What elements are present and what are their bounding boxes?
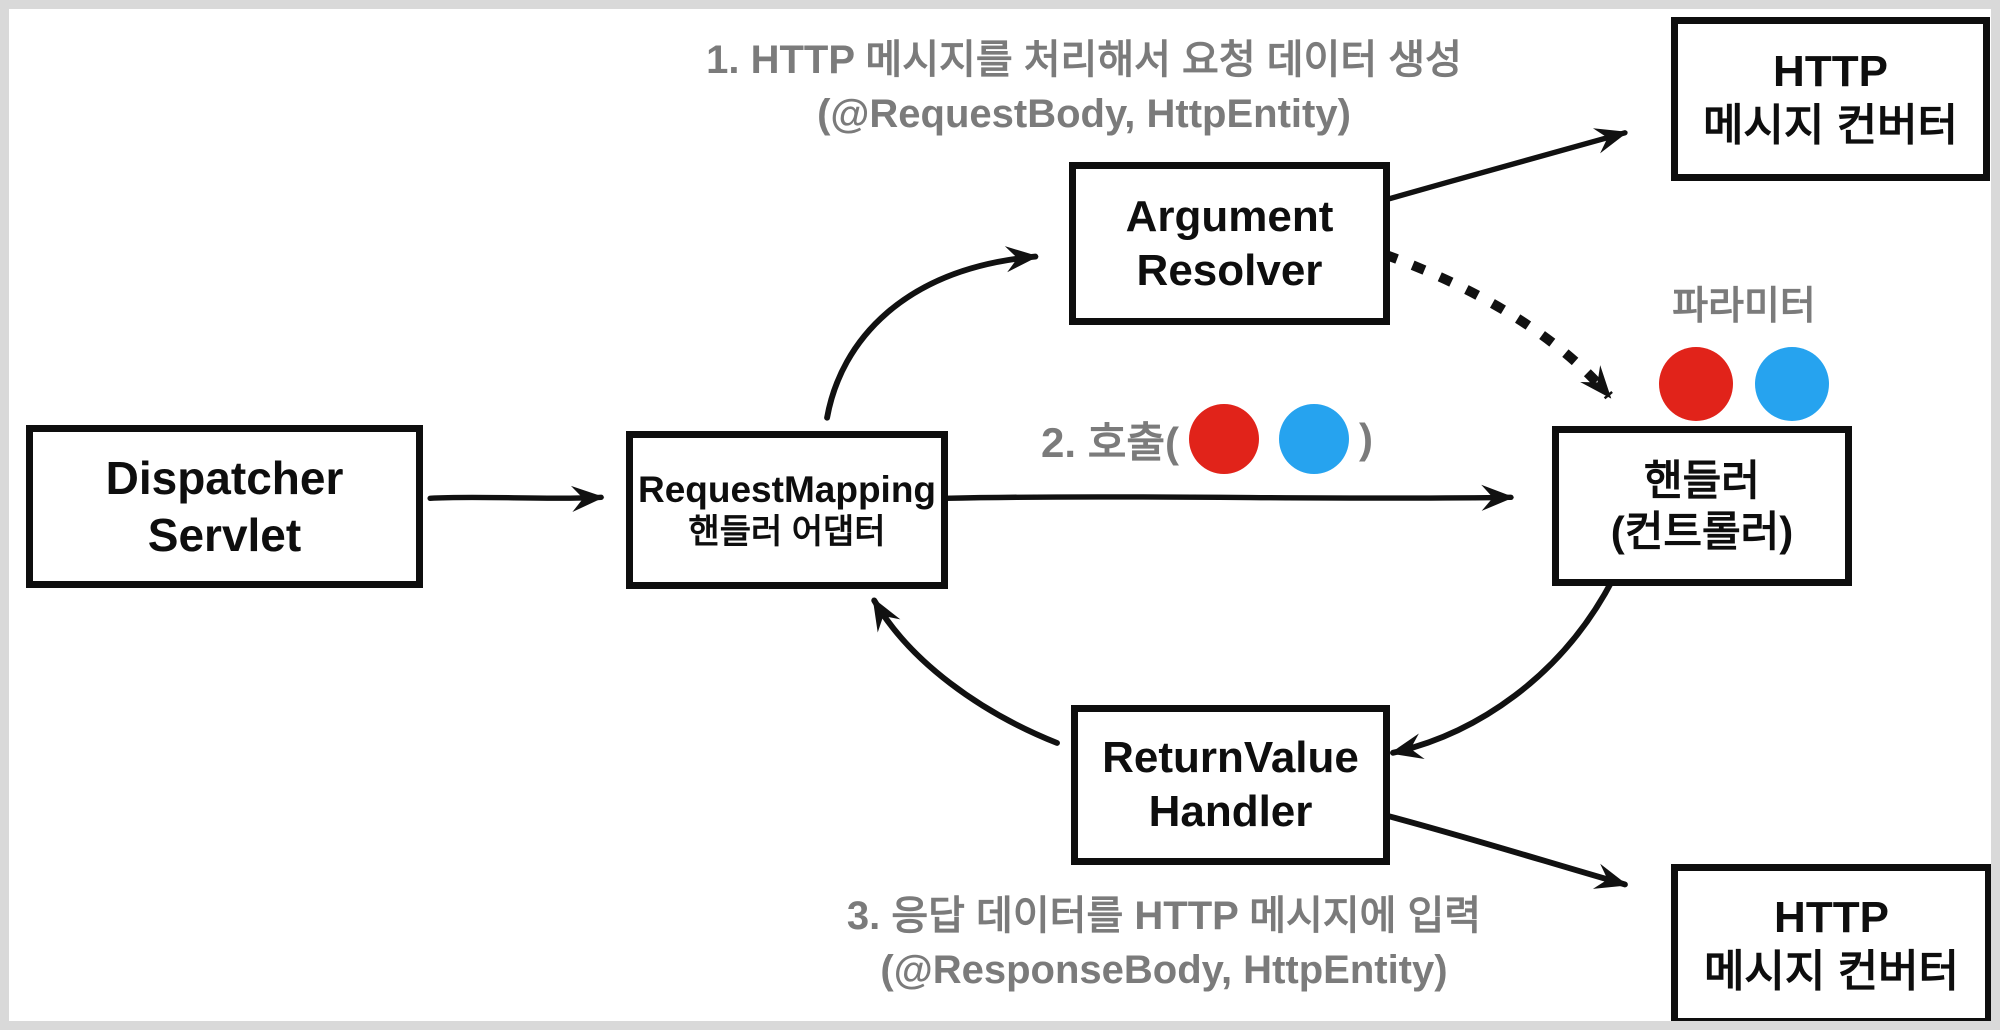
blue-parameter-dot-icon xyxy=(1755,347,1829,421)
blue-parameter-dot-icon xyxy=(1278,404,1349,474)
node-http-message-converter-bottom: HTTP 메시지 컨버터 xyxy=(1671,864,1991,1021)
connector-arrows-layer xyxy=(427,128,1629,889)
arrow-adapter-to-handler xyxy=(942,484,1515,511)
annotation-step2-call: 2. 호출( ) xyxy=(1041,404,1373,474)
node-handler-controller: 핸들러 (컨트롤러) xyxy=(1552,426,1852,586)
annotation-step3-line1: 3. 응답 데이터를 HTTP 메시지에 입력 xyxy=(846,894,1482,938)
node-dispatcher-servlet-line2: Servlet xyxy=(147,508,302,561)
red-parameter-dot-icon xyxy=(1659,347,1733,421)
node-http-converter-bottom-line2: 메시지 컨버터 xyxy=(1703,946,1960,996)
arrow-handler-to-return-value-handler xyxy=(1389,575,1617,760)
node-argument-resolver: Argument Resolver xyxy=(1069,162,1390,325)
node-http-message-converter-top: HTTP 메시지 컨버터 xyxy=(1671,17,1990,181)
node-adapter-line2: 핸들러 어댑터 xyxy=(688,512,886,551)
arrow-return-value-handler-to-http-converter-bottom xyxy=(1376,810,1629,889)
annotation-step3: 3. 응답 데이터를 HTTP 메시지에 입력 (@ResponseBody, … xyxy=(729,889,1599,997)
parameter-group: 파라미터 xyxy=(1629,275,1859,421)
annotation-step3-line2: (@ResponseBody, HttpEntity) xyxy=(880,948,1448,992)
node-argument-resolver-line2: Resolver xyxy=(1136,245,1323,295)
arrow-adapter-to-argument-resolver xyxy=(824,246,1039,421)
arrow-argument-resolver-to-http-converter-top xyxy=(1376,128,1629,205)
node-http-converter-top-line2: 메시지 컨버터 xyxy=(1702,101,1959,150)
node-return-value-handler-line1: ReturnValue xyxy=(1102,733,1359,783)
annotation-step1-line1: 1. HTTP 메시지를 처리해서 요청 데이터 생성 xyxy=(706,38,1462,82)
node-adapter-line1: RequestMapping xyxy=(637,468,937,510)
node-argument-resolver-line1: Argument xyxy=(1125,191,1334,241)
annotation-step1: 1. HTTP 메시지를 처리해서 요청 데이터 생성 (@RequestBod… xyxy=(649,33,1519,141)
node-dispatcher-servlet-line1: Dispatcher xyxy=(105,452,344,505)
parameter-dots xyxy=(1629,347,1859,421)
arrow-argument-resolver-to-handler-dashed xyxy=(1383,250,1613,400)
annotation-step1-line2: (@RequestBody, HttpEntity) xyxy=(817,92,1351,136)
node-request-mapping-handler-adapter: RequestMapping 핸들러 어댑터 xyxy=(626,431,948,589)
red-parameter-dot-icon xyxy=(1188,404,1259,474)
node-http-converter-bottom-line1: HTTP xyxy=(1774,892,1889,942)
node-return-value-handler: ReturnValue Handler xyxy=(1071,705,1390,865)
node-handler-line1: 핸들러 xyxy=(1644,456,1760,504)
annotation-step2-prefix: 2. 호출( xyxy=(1041,418,1179,466)
node-handler-line2: (컨트롤러) xyxy=(1610,508,1794,555)
parameter-label: 파라미터 xyxy=(1672,285,1816,328)
arrow-dispatcher-to-adapter xyxy=(427,485,605,513)
annotation-step2-suffix: ) xyxy=(1358,415,1373,462)
node-http-converter-top-line1: HTTP xyxy=(1773,47,1888,97)
arrow-return-value-handler-to-adapter xyxy=(871,597,1060,746)
node-dispatcher-servlet: Dispatcher Servlet xyxy=(26,425,423,588)
node-return-value-handler-line2: Handler xyxy=(1148,787,1313,836)
